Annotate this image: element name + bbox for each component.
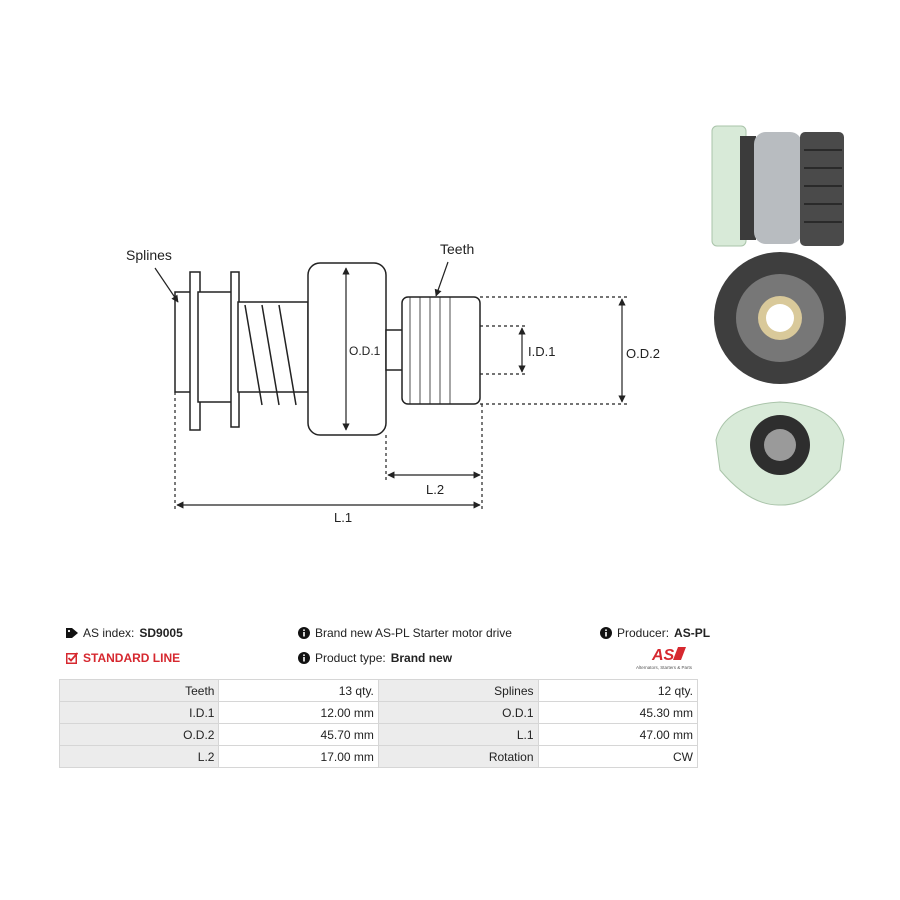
spec-value: CW: [537, 745, 699, 768]
splines-callout: Splines: [126, 247, 172, 263]
part-outline: [174, 262, 481, 436]
spec-value: 13 qty.: [218, 679, 379, 702]
standard-line: STANDARD LINE: [66, 651, 180, 665]
producer-value: AS-PL: [674, 626, 711, 640]
product-type-row: Product type: Brand new: [298, 651, 452, 665]
product-type-value: Brand new: [390, 651, 453, 665]
as-index: AS index: SD9005: [66, 626, 183, 640]
description-text: Brand new AS-PL Starter motor drive: [315, 626, 512, 640]
spec-key: Teeth: [58, 679, 220, 702]
technical-drawing: Splines Teeth O.D.1 I.D.1 O.D.2 L.2 L.1: [126, 125, 846, 525]
producer-row: Producer: AS-PL: [600, 626, 710, 640]
front-view-photo: [714, 252, 846, 384]
spec-key: O.D.2: [58, 723, 220, 746]
as-index-value: SD9005: [139, 626, 183, 640]
checkbox-icon: [66, 652, 78, 664]
spec-value: 45.30 mm: [537, 701, 699, 724]
table-row: O.D.2 45.70 mm L.1 47.00 mm: [58, 723, 699, 746]
teeth-callout: Teeth: [440, 241, 474, 257]
table-row: Teeth 13 qty. Splines 12 qty.: [58, 679, 699, 702]
tag-icon: [66, 628, 78, 638]
info-icon: [298, 627, 310, 639]
as-pl-logo: AS Alternators, Starters & Parts: [636, 647, 693, 670]
table-row: I.D.1 12.00 mm O.D.1 45.30 mm: [58, 701, 699, 724]
product-type-label: Product type:: [315, 651, 386, 665]
standard-line-label: STANDARD LINE: [83, 651, 181, 665]
description-row: Brand new AS-PL Starter motor drive: [298, 626, 512, 640]
spec-key: L.2: [58, 745, 220, 768]
spec-value: 45.70 mm: [218, 723, 379, 746]
dimension-lines: [154, 261, 628, 510]
id1-label: I.D.1: [528, 344, 555, 359]
rear-view-photo: [715, 401, 845, 506]
as-index-label: AS index:: [83, 626, 135, 640]
spec-value: 17.00 mm: [218, 745, 379, 768]
spec-key: Splines: [377, 679, 539, 702]
spec-value: 12.00 mm: [218, 701, 379, 724]
od2-label: O.D.2: [626, 346, 660, 361]
svg-text:AS: AS: [651, 647, 675, 664]
spec-key: Rotation: [377, 745, 539, 768]
spec-table: Teeth 13 qty. Splines 12 qty. I.D.1 12.0…: [58, 679, 699, 768]
spec-key: L.1: [377, 723, 539, 746]
table-row: L.2 17.00 mm Rotation CW: [58, 745, 699, 768]
side-view-photo: [711, 125, 844, 247]
od1-label: O.D.1: [349, 344, 381, 358]
info-icon: [298, 652, 310, 664]
l2-label: L.2: [426, 482, 444, 497]
spec-key: O.D.1: [377, 701, 539, 724]
spec-key: I.D.1: [58, 701, 220, 724]
producer-label: Producer:: [617, 626, 670, 640]
spec-value: 12 qty.: [537, 679, 699, 702]
spec-value: 47.00 mm: [537, 723, 699, 746]
info-icon: [600, 627, 612, 639]
svg-text:Alternators, Starters & Parts: Alternators, Starters & Parts: [636, 665, 693, 670]
l1-label: L.1: [334, 510, 352, 525]
